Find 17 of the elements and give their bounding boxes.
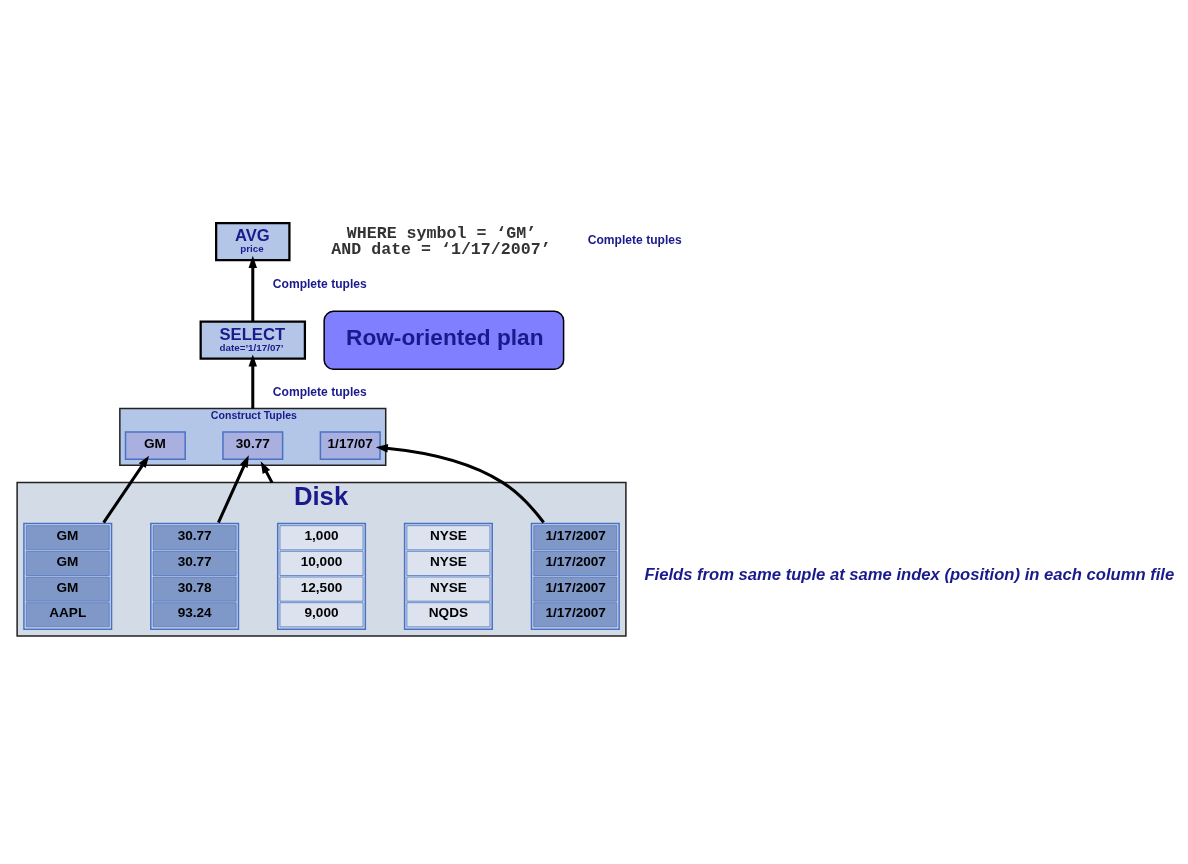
edge-label: Complete tuples xyxy=(272,277,367,292)
arrow xyxy=(217,455,249,524)
node-box: Row-oriented plan xyxy=(323,310,565,371)
label: Complete tuples xyxy=(587,232,682,247)
node-box: 1/17/07 xyxy=(319,431,381,460)
node-box: SELECT date=’1/17/07’ xyxy=(199,320,307,360)
node-box: 30.77 xyxy=(222,431,284,460)
arrow xyxy=(375,444,545,524)
label: AND date = ‘1/17/2007’ xyxy=(331,240,551,260)
node-box: GM xyxy=(124,431,186,460)
label: Fields from same tuple at same index (position) in each column file xyxy=(644,564,1175,584)
arrow xyxy=(102,455,150,524)
label: WHERE symbol = ‘GM’ xyxy=(346,223,537,243)
arrow xyxy=(248,354,258,409)
edge-label: Complete tuples xyxy=(272,385,367,400)
arrow xyxy=(248,255,258,322)
node-box: AVG price xyxy=(215,222,291,262)
